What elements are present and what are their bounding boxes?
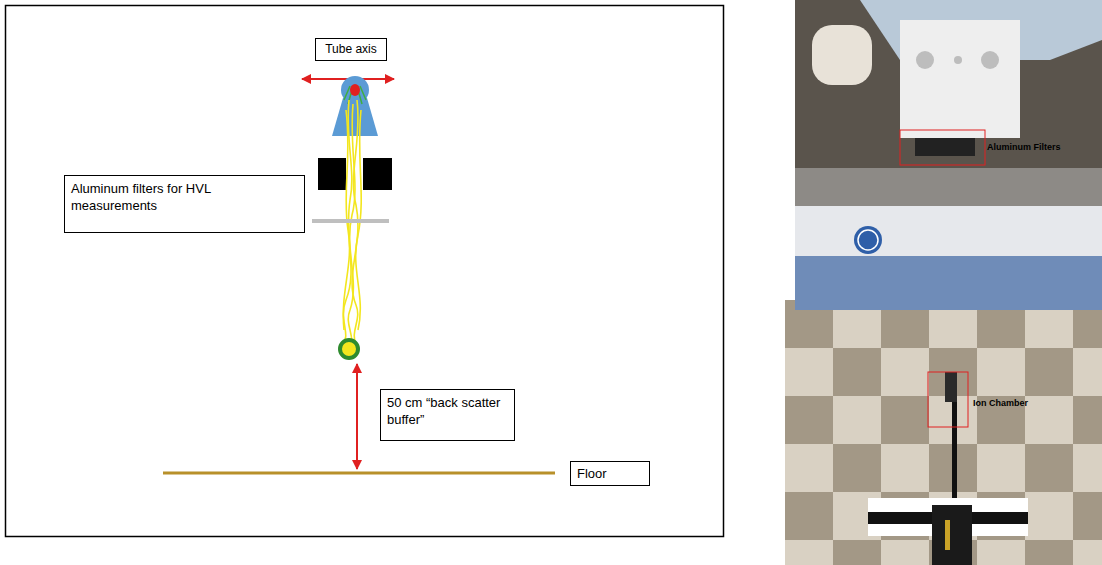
floor-tile xyxy=(1025,396,1073,444)
stand-detail xyxy=(945,520,950,550)
text-box: Floor xyxy=(570,461,650,486)
floor-line xyxy=(163,472,555,475)
floor-tile xyxy=(1073,540,1102,565)
highlight-box xyxy=(900,130,985,165)
photo-label: Ion Chamber xyxy=(973,398,1028,408)
table-base xyxy=(795,206,1102,256)
floor-tile xyxy=(977,540,1025,565)
housing-detail xyxy=(954,56,962,64)
floor-tiles xyxy=(785,300,1102,565)
stand-base xyxy=(932,505,972,565)
chamber-stand xyxy=(952,395,957,510)
floor-tile xyxy=(833,444,881,492)
x-ray-beam xyxy=(342,100,361,350)
floor-tile xyxy=(833,348,881,396)
panel-frame xyxy=(6,6,724,537)
chamber-probe xyxy=(945,372,957,402)
floor-tile xyxy=(1073,444,1102,492)
table-top xyxy=(795,168,1102,206)
logo-mark xyxy=(854,226,882,254)
collimator-block xyxy=(318,158,346,190)
floor-tile xyxy=(881,396,929,444)
floor-tile xyxy=(881,444,929,492)
floor-tile xyxy=(785,444,833,492)
floor-tile xyxy=(785,396,833,444)
table-base xyxy=(795,256,1102,310)
ion-chamber xyxy=(340,340,358,358)
collimator-block xyxy=(363,158,392,190)
floor-tile xyxy=(1073,348,1102,396)
floor-tile xyxy=(1073,396,1102,444)
floor-tile xyxy=(1025,348,1073,396)
text-box: Tube axis xyxy=(315,38,387,61)
floor-tile xyxy=(785,492,833,540)
floor-tile xyxy=(833,396,881,444)
floor-tile xyxy=(1025,540,1073,565)
highlight-box xyxy=(928,372,968,427)
text-box: 50 cm “back scatter buffer” xyxy=(380,389,515,441)
photo-background xyxy=(795,0,1102,565)
floor-tile xyxy=(785,348,833,396)
floor-tile xyxy=(881,540,929,565)
text-box: Aluminum filters for HVL measurements xyxy=(64,175,305,233)
box-text: 50 cm “back scatter buffer” xyxy=(387,394,508,428)
floor-tile xyxy=(977,444,1025,492)
distance-arrow xyxy=(356,364,358,469)
logo-mark xyxy=(858,230,878,250)
tube-housing xyxy=(900,20,1020,138)
box-text: Aluminum filters for HVL measurements xyxy=(71,180,298,214)
floor-tile xyxy=(881,348,929,396)
box-text: Tube axis xyxy=(320,41,382,58)
photo xyxy=(785,0,1102,565)
housing-detail xyxy=(916,51,934,69)
photo-label: Aluminum Filters xyxy=(987,142,1061,152)
floor-tile xyxy=(1025,444,1073,492)
aluminum-filter xyxy=(312,219,389,223)
box-text: Floor xyxy=(577,465,643,482)
floor-tile xyxy=(1073,492,1102,540)
floor-tile xyxy=(833,540,881,565)
housing-detail xyxy=(981,51,999,69)
pillow xyxy=(812,25,872,85)
filter-holder xyxy=(915,138,975,156)
floor-tile xyxy=(1025,492,1073,540)
tube-body xyxy=(332,98,378,136)
floor-tile xyxy=(977,348,1025,396)
focal-spot xyxy=(350,84,360,96)
floor-tile xyxy=(785,540,833,565)
